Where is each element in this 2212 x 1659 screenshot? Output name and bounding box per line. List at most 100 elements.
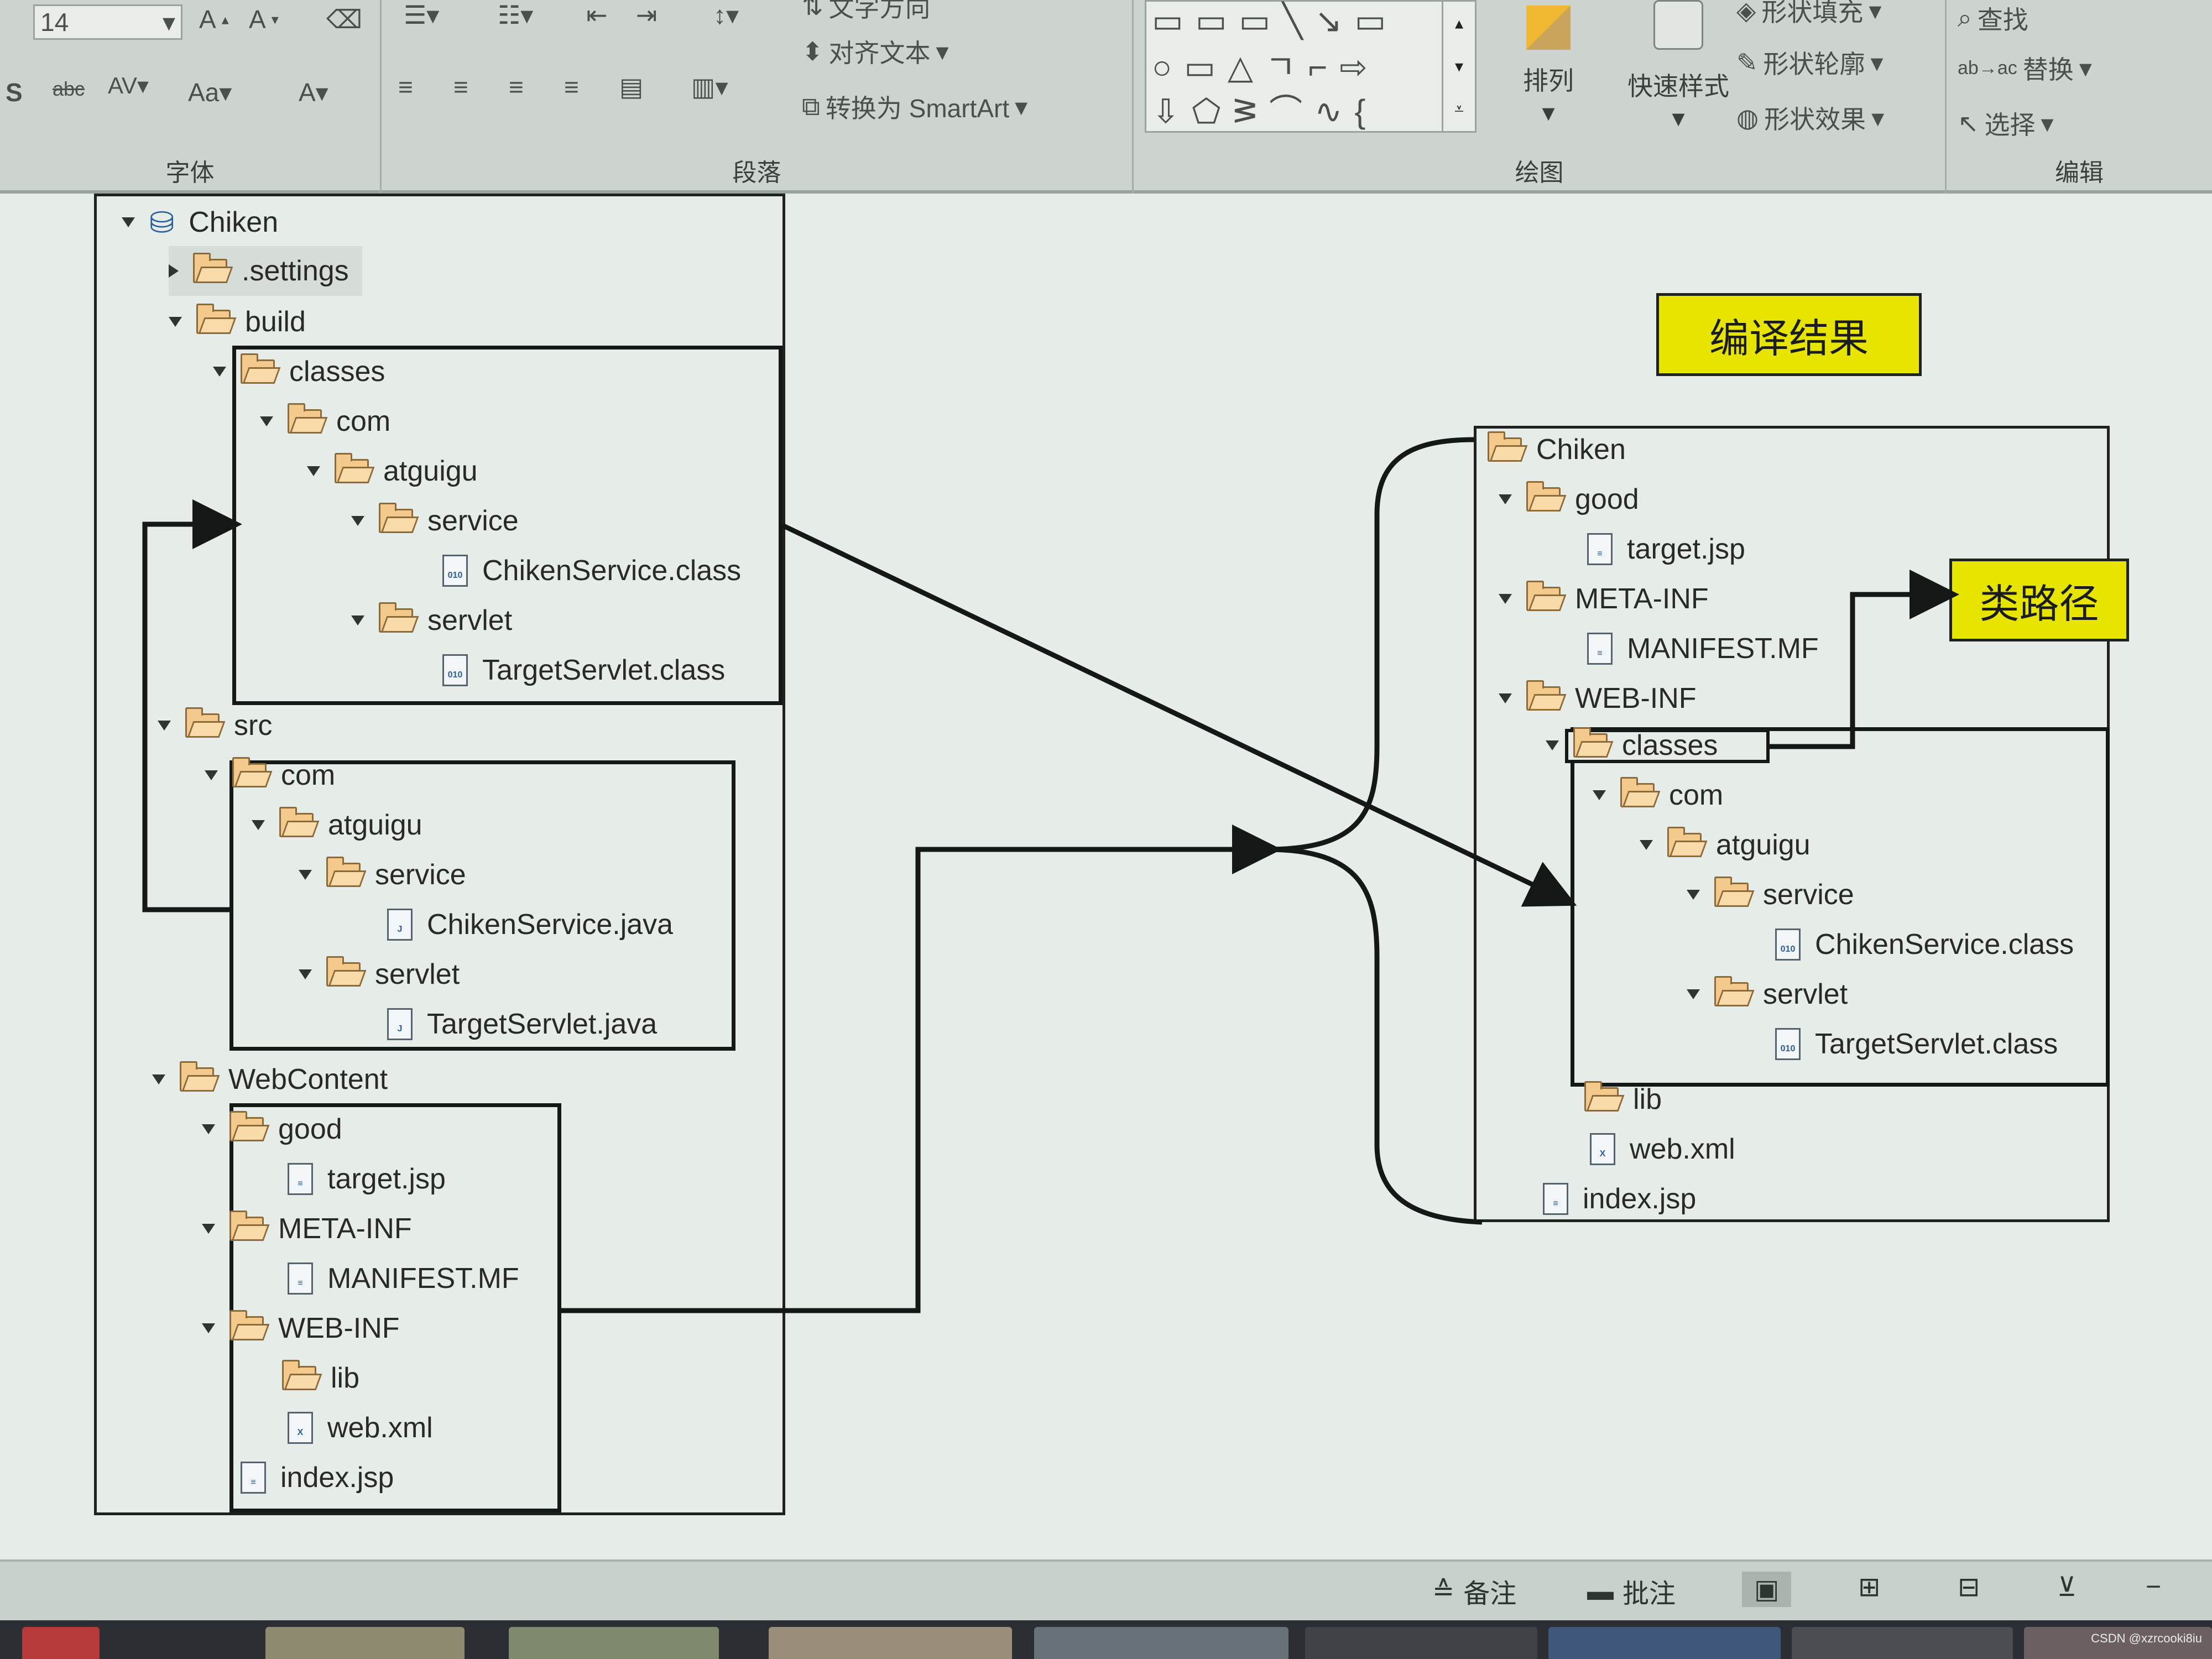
out-node-servlet[interactable]: servlet <box>1687 969 1848 1019</box>
expand-icon[interactable] <box>122 217 135 227</box>
clear-format-icon[interactable]: ⌫ <box>326 5 363 34</box>
comments-button[interactable]: ▬批注 <box>1587 1572 1676 1610</box>
tree-node-webcontent[interactable]: WebContent <box>152 1055 388 1104</box>
font-color-icon[interactable]: A▾ <box>299 78 328 107</box>
normal-view-button[interactable]: ▣ <box>1742 1572 1792 1607</box>
text-direction-button[interactable]: ⇅文字方向 <box>802 0 931 24</box>
change-case-icon[interactable]: Aa▾ <box>188 78 232 107</box>
tree-node-build[interactable]: build <box>169 297 306 347</box>
expand-icon[interactable] <box>1593 790 1606 800</box>
taskbar-app-1[interactable] <box>22 1627 100 1659</box>
select-button[interactable]: ↖选择▾ <box>1958 105 2054 142</box>
taskbar-app-2[interactable] <box>265 1627 465 1659</box>
shape-effects-button[interactable]: ◍形状效果▾ <box>1736 100 1884 136</box>
tree-node-src-atguigu[interactable]: atguigu <box>252 800 422 850</box>
grow-font-icon[interactable]: A▴ <box>199 5 229 34</box>
bullets-icon[interactable]: ☰▾ <box>404 1 440 29</box>
decrease-indent-icon[interactable]: ⇤ <box>586 1 608 29</box>
shape-fill-button[interactable]: ◈形状填充▾ <box>1736 0 1881 29</box>
expand-icon[interactable] <box>213 367 226 377</box>
slideshow-button[interactable]: ⊻ <box>2057 1572 2077 1603</box>
reading-view-button[interactable]: ⊟ <box>1958 1572 1980 1603</box>
tree-node-index-jsp[interactable]: ≡index.jsp <box>241 1453 394 1503</box>
align-text-button[interactable]: ⬍对齐文本▾ <box>802 33 949 70</box>
shapes-row-1[interactable]: ▭▭▭╲↘▭ <box>1152 2 1399 39</box>
out-node-atguigu[interactable]: atguigu <box>1640 820 1811 870</box>
distributed-icon[interactable]: ▤ <box>619 72 644 101</box>
out-node-root[interactable]: Chiken <box>1488 425 1626 474</box>
gallery-scroll[interactable]: ▴▾⩡ <box>1442 2 1475 131</box>
expand-icon[interactable] <box>351 615 364 625</box>
expand-icon[interactable] <box>1499 494 1512 504</box>
tree-node-servlet[interactable]: servlet <box>351 596 512 645</box>
tree-node-project[interactable]: ⛁Chiken <box>122 197 278 247</box>
tree-node-settings[interactable]: .settings <box>169 246 362 296</box>
justify-icon[interactable]: ≡ <box>564 72 579 101</box>
expand-icon[interactable] <box>1546 740 1559 750</box>
taskbar-app-8[interactable] <box>1792 1627 2013 1659</box>
quick-styles-button[interactable]: 快速样式▾ <box>1604 0 1753 133</box>
out-node-manifest[interactable]: ≡MANIFEST.MF <box>1587 624 1819 674</box>
expand-icon[interactable] <box>202 1323 215 1333</box>
taskbar-app-7[interactable] <box>1548 1627 1781 1659</box>
expand-icon[interactable] <box>1687 890 1700 900</box>
out-node-good[interactable]: good <box>1499 474 1639 524</box>
shape-outline-button[interactable]: ✎形状轮廓▾ <box>1736 44 1884 81</box>
align-center-icon[interactable]: ≡ <box>453 72 468 101</box>
expand-icon[interactable] <box>299 870 312 880</box>
expand-icon[interactable] <box>307 466 320 476</box>
expand-icon[interactable] <box>1499 693 1512 703</box>
out-node-web-inf[interactable]: WEB-INF <box>1499 674 1697 723</box>
taskbar-app-3[interactable] <box>509 1627 719 1659</box>
out-node-meta-inf[interactable]: META-INF <box>1499 574 1709 624</box>
shapes-gallery[interactable]: ▭▭▭╲↘▭ ○▭△ㄱ⌐⇨ ⇩⬠ᕒ⌒∿{ ▴▾⩡ <box>1145 0 1477 133</box>
tree-node-classes[interactable]: classes <box>213 347 385 397</box>
expand-icon[interactable] <box>351 516 364 526</box>
shapes-row-3[interactable]: ⇩⬠ᕒ⌒∿{ <box>1152 93 1378 130</box>
taskbar-app-4[interactable] <box>769 1627 1012 1659</box>
tree-node-src-service[interactable]: service <box>299 850 466 900</box>
out-node-index-jsp[interactable]: ≡index.jsp <box>1543 1174 1696 1224</box>
expand-icon[interactable] <box>169 317 182 327</box>
char-spacing-icon[interactable]: AV▾ <box>108 72 149 98</box>
smartart-button[interactable]: ⧉转换为 SmartArt▾ <box>802 88 1027 125</box>
tree-node-web-inf[interactable]: WEB-INF <box>202 1303 400 1353</box>
slide-sorter-button[interactable]: ⊞ <box>1858 1572 1880 1603</box>
tree-node-src[interactable]: src <box>158 701 272 750</box>
out-node-lib[interactable]: lib <box>1584 1074 1662 1124</box>
expand-icon[interactable] <box>1499 594 1512 604</box>
find-button[interactable]: ⌕查找 <box>1958 0 2028 36</box>
expand-icon[interactable] <box>152 1074 165 1084</box>
out-node-service[interactable]: service <box>1687 870 1854 920</box>
tree-node-service[interactable]: service <box>351 496 519 546</box>
expand-icon[interactable] <box>1640 840 1653 850</box>
expand-icon[interactable] <box>158 721 171 731</box>
out-node-target-jsp[interactable]: ≡target.jsp <box>1587 524 1745 574</box>
tree-node-atguigu[interactable]: atguigu <box>307 446 478 496</box>
expand-icon[interactable] <box>205 770 218 780</box>
align-left-icon[interactable]: ≡ <box>398 72 413 101</box>
font-size-box[interactable]: 14 ▾ <box>33 4 182 40</box>
shrink-font-icon[interactable]: A▾ <box>249 5 279 34</box>
expand-icon[interactable] <box>260 416 273 426</box>
columns-icon[interactable]: ▥▾ <box>691 72 728 101</box>
expand-icon[interactable] <box>202 1224 215 1234</box>
tree-node-good[interactable]: good <box>202 1104 342 1154</box>
collapse-icon[interactable] <box>169 264 179 278</box>
tree-node-manifest[interactable]: ≡MANIFEST.MF <box>288 1254 519 1303</box>
tree-node-meta-inf[interactable]: META-INF <box>202 1204 412 1254</box>
out-node-classes[interactable]: classes <box>1546 721 1718 770</box>
tree-node-src-com[interactable]: com <box>205 750 335 800</box>
expand-icon[interactable] <box>202 1124 215 1134</box>
taskbar-app-5[interactable] <box>1034 1627 1288 1659</box>
taskbar-app-9[interactable] <box>2024 1627 2212 1659</box>
